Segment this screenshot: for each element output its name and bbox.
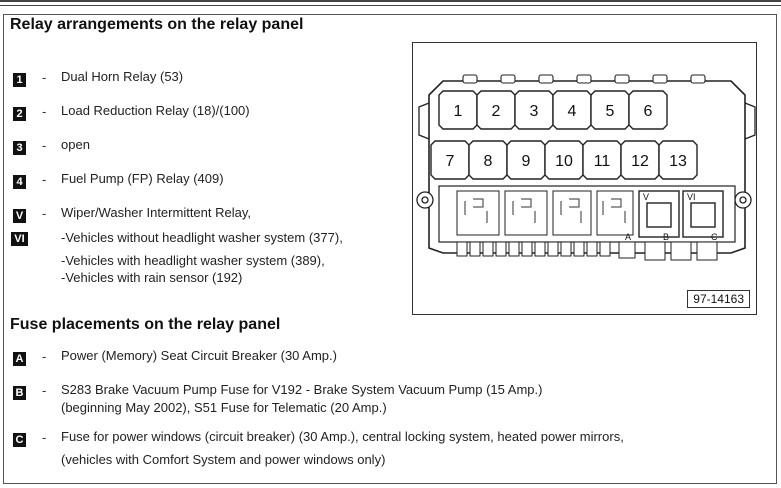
relay-item-vi-line2: -Vehicles with headlight washer system (… [61,253,325,268]
fuse-label-b: B [663,232,669,242]
relay-number-7: 7 [446,153,455,170]
relay-item-v: Wiper/Washer Intermittent Relay, [61,205,251,220]
relay-number-2: 2 [492,103,501,120]
relay-badge-2: 2 [13,107,26,121]
relay-number-9: 9 [522,153,531,170]
relay-item-3: open [61,137,90,152]
relay-item-4: Fuel Pump (FP) Relay (409) [61,171,224,186]
fuse-item-c-line2: (vehicles with Comfort System and power … [61,452,386,467]
fuse-dash: - [42,430,47,445]
module-label-v: V [643,192,649,202]
relay-number-6: 6 [644,103,653,120]
relay-dash: - [42,172,47,187]
relay-panel-diagram: 1 2 3 4 5 6 7 8 9 10 11 12 13 [412,42,757,315]
fuse-badge-c: C [13,433,26,447]
fuse-badge-b: B [13,386,26,400]
relay-number-5: 5 [606,103,615,120]
relay-dash: - [42,206,47,221]
relay-section-heading: Relay arrangements on the relay panel [10,16,304,33]
relay-badge-3: 3 [13,141,26,155]
relay-item-1: Dual Horn Relay (53) [61,69,184,84]
relay-item-2: Load Reduction Relay (18)/(100) [61,103,250,118]
fuse-dash: - [42,383,47,398]
relay-badge-vi: VI [11,232,28,246]
fuse-item-c-line1: Fuse for power windows (circuit breaker)… [61,429,624,444]
fuse-item-b-line1: S283 Brake Vacuum Pump Fuse for V192 - B… [61,382,543,397]
relay-number-3: 3 [530,103,539,120]
fuse-item-a: Power (Memory) Seat Circuit Breaker (30 … [61,348,337,363]
relay-item-vi-line3: -Vehicles with rain sensor (192) [61,270,243,285]
relay-dash: - [42,138,47,153]
relay-badge-1: 1 [13,73,26,87]
relay-number-10: 10 [555,153,573,170]
relay-dash: - [42,70,47,85]
fuse-item-b-line2: (beginning May 2002), S51 Fuse for Telem… [61,400,387,415]
relay-number-8: 8 [484,153,493,170]
relay-number-1: 1 [454,103,463,120]
figure-reference: 97-14163 [687,290,750,308]
relay-badge-4: 4 [13,175,26,189]
relay-number-4: 4 [568,103,577,120]
fuse-section-heading: Fuse placements on the relay panel [10,316,281,333]
relay-badge-v: V [13,209,26,223]
module-label-vi: VI [687,192,696,202]
relay-number-12: 12 [631,153,649,170]
fuse-label-c: C [711,232,718,242]
relay-dash: - [42,104,47,119]
fuse-badge-a: A [13,352,26,366]
top-rule [0,0,781,6]
relay-item-vi: -Vehicles without headlight washer syste… [61,230,343,245]
content-frame [3,14,777,484]
relay-number-11: 11 [594,153,611,170]
fuse-label-a: A [625,232,631,242]
relay-panel-drawing: 1 2 3 4 5 6 7 8 9 10 11 12 13 [416,74,756,261]
fuse-dash: - [42,349,47,364]
relay-number-13: 13 [669,153,687,170]
